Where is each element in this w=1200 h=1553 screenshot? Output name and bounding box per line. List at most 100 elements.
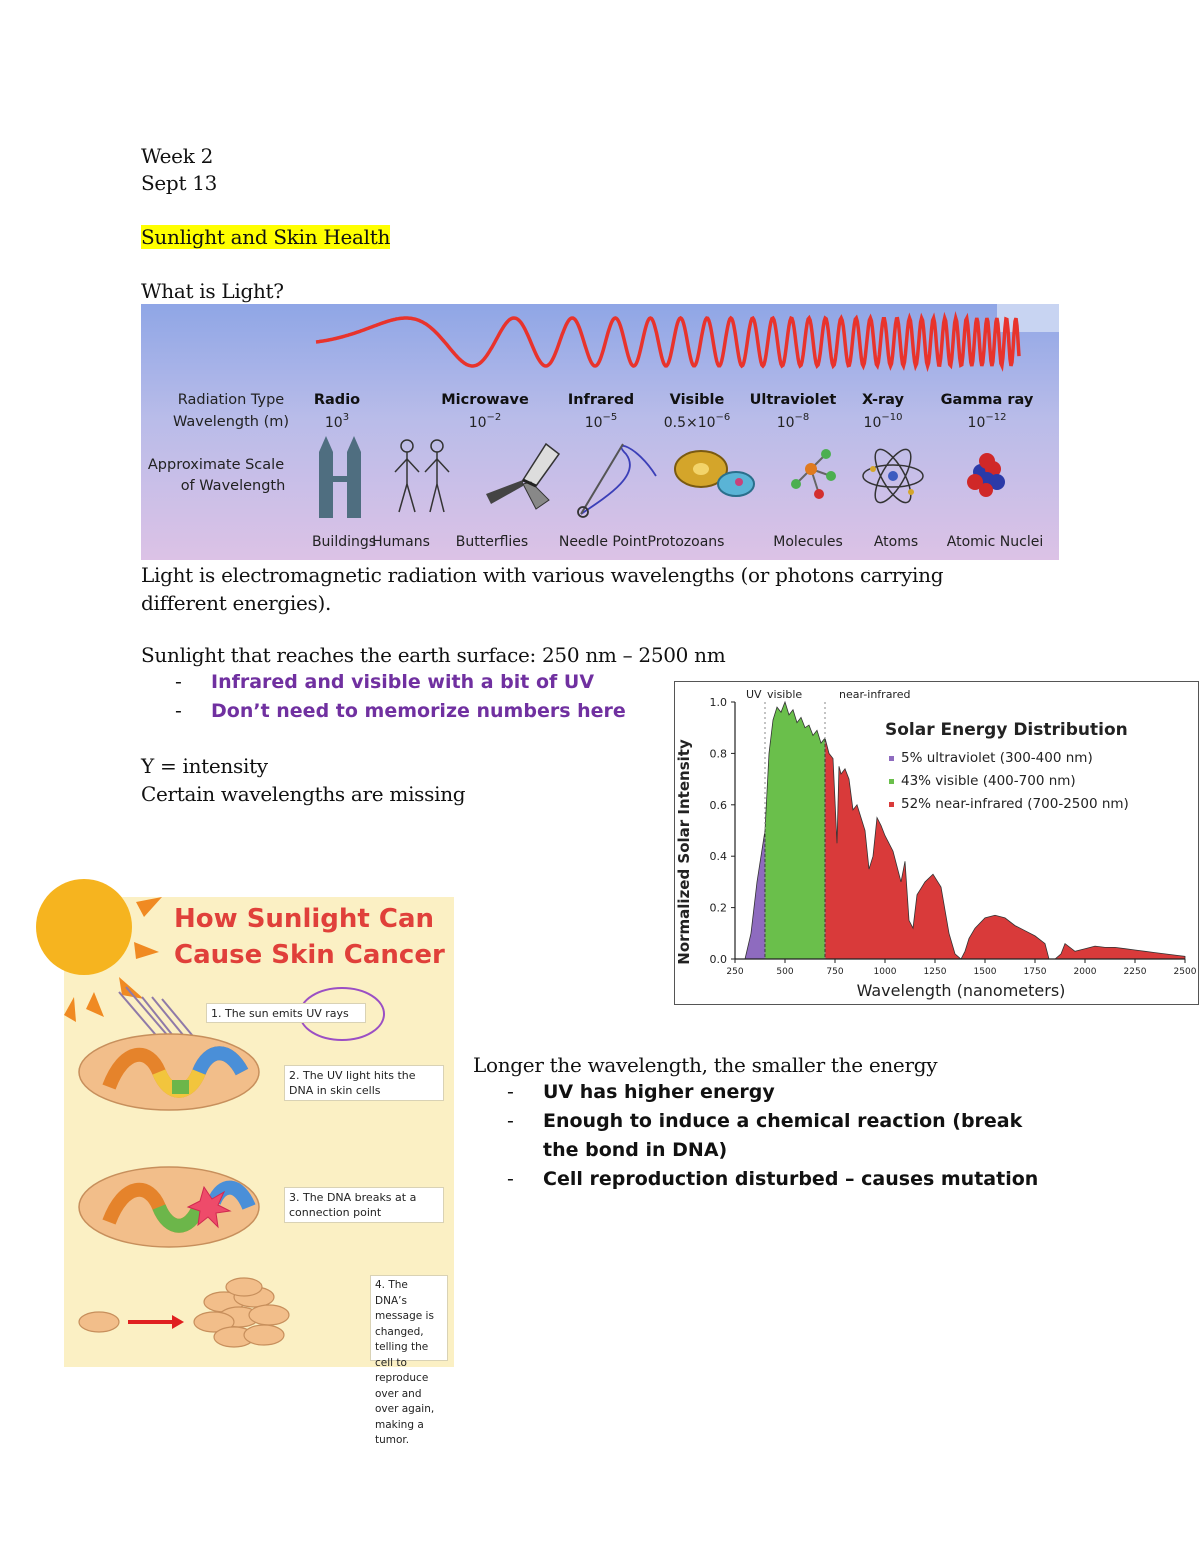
chart-title: Solar Energy Distribution	[885, 720, 1128, 740]
protozoa-icon	[674, 450, 755, 497]
wavelength-value: 10−8	[777, 412, 810, 431]
page-title: Sunlight and Skin Health	[141, 225, 391, 249]
legend-swatch	[889, 802, 894, 807]
bullet-dash: -	[507, 1110, 514, 1132]
x-tick-label: 750	[826, 967, 843, 977]
infographic-svg: How Sunlight Can Cause Skin Cancer	[36, 879, 445, 1348]
wave-line	[315, 311, 1021, 373]
x-tick-label: 2500	[1174, 967, 1197, 977]
wavelength-value: 10−10	[864, 412, 903, 431]
wavelength-value: 10−12	[968, 412, 1007, 431]
bullet-text: Don’t need to memorize numbers here	[211, 700, 626, 722]
x-tick-label: 1250	[924, 967, 947, 977]
infographic-title-2: Cause Skin Cancer	[174, 940, 445, 970]
step-3-box: 3. The DNA breaks at a connection point	[284, 1187, 444, 1223]
infographic-title-1: How Sunlight Can	[174, 904, 434, 934]
week-label: Week 2	[141, 144, 213, 168]
row-label-wavelength: Wavelength (m)	[173, 414, 289, 430]
region-label: visible	[767, 688, 802, 701]
scale-label: Molecules	[773, 534, 843, 550]
bullet-dash: -	[507, 1081, 514, 1103]
energy-bullet-1: - UV has higher energy	[507, 1078, 1067, 1107]
x-tick-label: 250	[726, 967, 743, 977]
scale-label: Atomic Nuclei	[947, 534, 1044, 550]
scale-label: Needle Point	[559, 534, 648, 550]
date-label: Sept 13	[141, 171, 218, 195]
x-tick-label: 2250	[1124, 967, 1147, 977]
radiation-type-label: Gamma ray	[941, 392, 1034, 408]
x-tick-label: 2000	[1074, 967, 1097, 977]
scale-label: Atoms	[874, 534, 918, 550]
legend-item: 43% visible (400-700 nm)	[901, 773, 1076, 789]
y-intensity-note: Y = intensity	[141, 754, 268, 778]
light-definition: Light is electromagnetic radiation with …	[141, 563, 944, 615]
bullet-dash: -	[507, 1168, 514, 1190]
cell-1	[78, 1033, 260, 1111]
legend-swatch	[889, 756, 894, 761]
nucleus-icon	[967, 453, 1005, 497]
scale-label: Buildings	[312, 534, 376, 550]
legend-swatch	[889, 779, 894, 784]
y-tick-label: 1.0	[710, 696, 728, 709]
y-tick-label: 0.4	[710, 850, 728, 863]
y-tick-label: 0.0	[710, 953, 728, 966]
bullet-dash: -	[175, 700, 182, 722]
legend-item: 5% ultraviolet (300-400 nm)	[901, 750, 1093, 766]
cell-2	[78, 1166, 260, 1248]
wavelength-value: 10−2	[469, 412, 502, 431]
em-spectrum-svg: Radiation Type Wavelength (m) Approximat…	[148, 304, 1059, 550]
step-1-box: 1. The sun emits UV rays	[206, 1003, 366, 1023]
scale-label: Humans	[372, 534, 430, 550]
plot-area: 250 500 750 1000 1250 1500 1750 2000 2250 2500 0.0…	[710, 688, 1197, 977]
wavelength-value: 103	[325, 412, 349, 431]
y-axis-label: Normalized Solar Intensity	[675, 739, 693, 965]
bullet-text: Cell reproduction disturbed – causes mut…	[543, 1168, 1039, 1190]
region-label: UV	[746, 688, 762, 701]
skin-cancer-infographic: How Sunlight Can Cause Skin Cancer 1. Th…	[36, 879, 454, 1446]
humans-icon	[394, 439, 450, 513]
bullet-text: UV has higher energy	[543, 1081, 775, 1103]
purple-bullet-2: - Don’t need to memorize numbers here	[175, 697, 635, 726]
spectrum-area-2	[824, 737, 1186, 960]
solar-chart-svg: Normalized Solar Intensity Wavelength (n…	[675, 688, 1197, 1000]
y-tick-label: 0.2	[710, 902, 728, 915]
arrow-icon	[128, 1315, 184, 1329]
radiation-type-label: Microwave	[441, 392, 529, 408]
radiation-type-label: Infrared	[568, 392, 634, 408]
row-label-scale-1: Approximate Scale	[148, 457, 284, 473]
needle-icon	[577, 443, 657, 518]
x-tick-label: 1000	[874, 967, 897, 977]
title-line: Sunlight and Skin Health	[141, 223, 390, 251]
sunlight-range: Sunlight that reaches the earth surface:…	[141, 643, 726, 667]
scale-label: Protozoans	[648, 534, 725, 550]
scale-label: Butterflies	[456, 534, 528, 550]
x-tick-label: 1500	[974, 967, 997, 977]
radiation-type-label: Ultraviolet	[750, 392, 837, 408]
step-4-box: 4. The DNA’s message is changed, telling…	[370, 1275, 448, 1446]
tumor-cells-icon	[78, 1277, 290, 1348]
wavelength-value: 0.5×10−6	[664, 412, 731, 431]
radiation-type-label: X-ray	[862, 392, 905, 408]
x-axis-label: Wavelength (nanometers)	[857, 981, 1066, 1000]
step-2-box: 2. The UV light hits the DNA in skin cel…	[284, 1065, 444, 1101]
solar-energy-chart: Normalized Solar Intensity Wavelength (n…	[674, 681, 1199, 1005]
x-tick-label: 500	[776, 967, 793, 977]
radiation-type-label: Radio	[314, 392, 360, 408]
legend-item: 52% near-infrared (700-2500 nm)	[901, 796, 1129, 812]
em-spectrum-figure: Radiation Type Wavelength (m) Approximat…	[141, 304, 1059, 560]
wavelength-value: 10−5	[585, 412, 618, 431]
spectrum-area-1	[764, 700, 826, 960]
spectrum-area-0	[744, 830, 766, 960]
bullet-dash: -	[175, 671, 182, 693]
sun-icon	[36, 879, 162, 1022]
radiation-type-label: Visible	[670, 392, 725, 408]
bullet-text: Enough to induce a chemical reaction (br…	[543, 1110, 1023, 1161]
bullet-text: Infrared and visible with a bit of UV	[211, 671, 595, 693]
x-tick-label: 1750	[1024, 967, 1047, 977]
butterfly-icon	[486, 442, 561, 510]
y-tick-label: 0.6	[710, 799, 728, 812]
energy-bullet-2: - Enough to induce a chemical reaction (…	[507, 1107, 1067, 1165]
row-label-scale-2: of Wavelength	[181, 478, 286, 494]
energy-statement: Longer the wavelength, the smaller the e…	[473, 1053, 938, 1077]
